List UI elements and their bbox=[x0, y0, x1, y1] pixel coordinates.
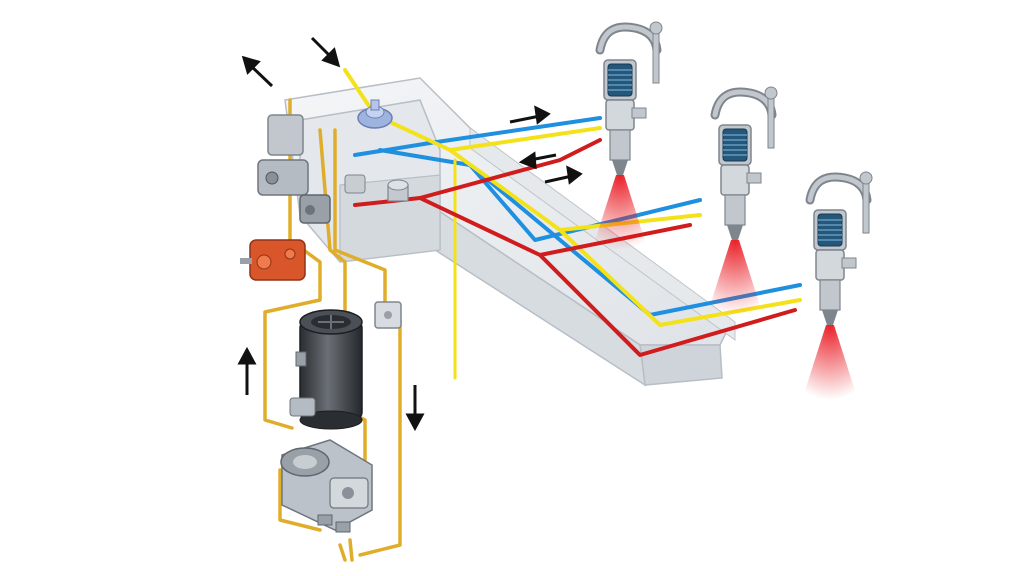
arrow-icon bbox=[310, 36, 341, 68]
filler-cap-icon bbox=[387, 179, 409, 202]
relay-icon bbox=[240, 239, 306, 281]
supply-line bbox=[468, 163, 702, 242]
feed-line bbox=[338, 538, 354, 562]
fuel-pump-icon bbox=[280, 439, 373, 533]
fuel-spray-icon bbox=[592, 175, 648, 250]
filler-cap-icon bbox=[357, 99, 393, 129]
arrow-icon bbox=[237, 346, 257, 395]
injectors bbox=[592, 21, 873, 400]
valve-assembly bbox=[257, 114, 366, 224]
fuel-spray-icon bbox=[707, 240, 763, 315]
fuel-filter-icon bbox=[289, 309, 363, 430]
fuel-spray-icon bbox=[802, 325, 858, 400]
arrow-icon bbox=[518, 151, 557, 170]
return-line bbox=[538, 253, 797, 357]
arrow-icon bbox=[544, 165, 583, 185]
flow-arrows bbox=[237, 36, 583, 432]
arrow-icon bbox=[405, 385, 425, 432]
fuel-injector-icon bbox=[707, 86, 778, 315]
fuel-injector-icon bbox=[802, 171, 873, 400]
inline-fitting bbox=[374, 301, 402, 329]
control-line bbox=[343, 68, 602, 152]
fuel-injector-icon bbox=[592, 21, 663, 250]
arrow-icon bbox=[241, 55, 274, 88]
arrow-icon bbox=[509, 105, 551, 125]
